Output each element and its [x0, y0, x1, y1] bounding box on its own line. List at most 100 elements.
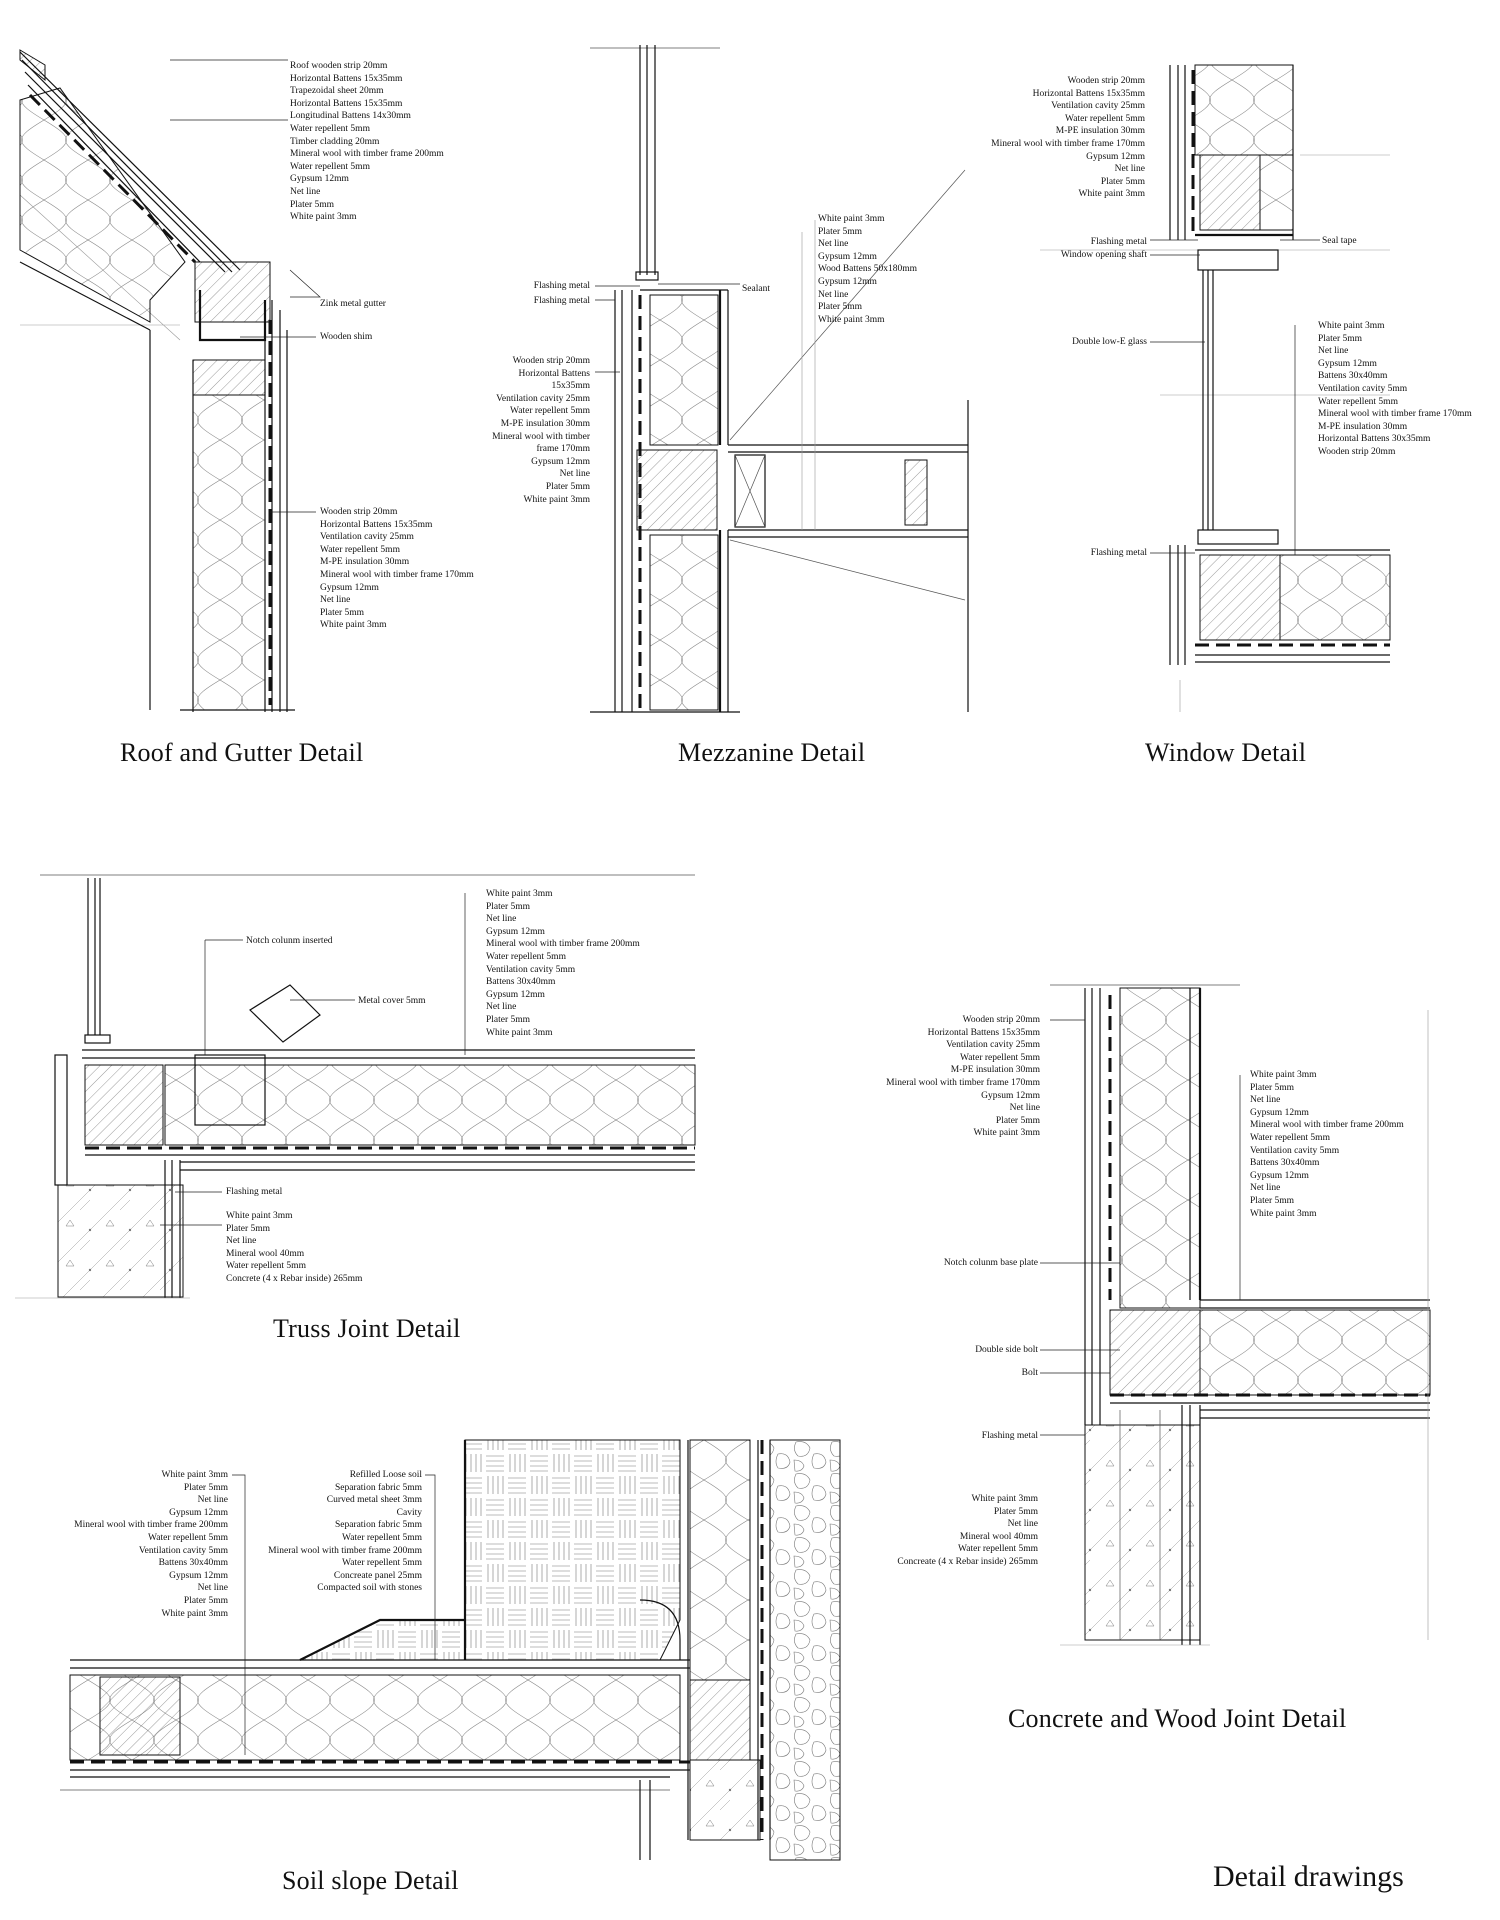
note-line: White paint 3mm	[973, 1128, 1041, 1139]
note-line: Net line	[226, 1236, 257, 1247]
glass-label: Double low-E glass	[1072, 337, 1147, 347]
note-line: Mineral wool with timber frame 170mm	[1318, 409, 1472, 420]
seal-tape-label: Seal tape	[1322, 236, 1357, 246]
note-line: Horizontal Battens 15x35mm	[290, 98, 403, 109]
note-line: Gypsum 12mm	[1250, 1107, 1309, 1118]
note-line: Net line	[1007, 1519, 1038, 1530]
note-line: Gypsum 12mm	[1250, 1170, 1309, 1181]
note-line: Water repellent 5mm	[486, 951, 566, 962]
note-line: M-PE insulation 30mm	[500, 418, 590, 429]
note-line: Horizontal Battens 15x35mm	[1032, 88, 1145, 99]
note-line: Water repellent 5mm	[342, 1532, 422, 1543]
soil-slope-title: Soil slope Detail	[282, 1866, 459, 1895]
window-top-notes: Wooden strip 20mm Horizontal Battens 15x…	[960, 75, 1145, 201]
note-line: Gypsum 12mm	[1086, 151, 1145, 162]
note-line: Battens 30x40mm	[1318, 371, 1388, 382]
note-line: Net line	[1114, 164, 1145, 175]
note-line: Gypsum 12mm	[290, 174, 349, 185]
note-line: Water repellent 5mm	[320, 544, 400, 555]
note-line: Gypsum 12mm	[320, 582, 379, 593]
mezz-flashing-2: Flashing metal	[533, 296, 590, 306]
note-line: Water repellent 5mm	[342, 1558, 422, 1569]
note-line: Gypsum 12mm	[818, 276, 877, 287]
sealant-label: Sealant	[742, 284, 770, 294]
note-line: Wooden strip 20mm	[962, 1015, 1040, 1025]
note-line: Water repellent 5mm	[290, 161, 370, 172]
truss-bottom-notes: White paint 3mm Plater 5mm Net line Mine…	[226, 1210, 362, 1286]
note-line: Plater 5mm	[320, 607, 365, 618]
note-line: Gypsum 12mm	[486, 989, 545, 1000]
note-line: White paint 3mm	[1078, 189, 1146, 200]
note-line: Ventilation cavity 5mm	[486, 964, 576, 975]
note-line: Wooden strip 20mm	[320, 507, 398, 517]
note-line: White paint 3mm	[161, 1470, 229, 1480]
note-line: Plater 5mm	[993, 1506, 1038, 1517]
mezz-flashing-1: Flashing metal	[533, 281, 590, 291]
note-line: White paint 3mm	[290, 212, 357, 223]
note-line: Plater 5mm	[226, 1223, 271, 1234]
note-line: Horizontal Battens 30x35mm	[1318, 434, 1431, 445]
note-line: Wooden strip 20mm	[1318, 446, 1396, 457]
note-line: Timber cladding 20mm	[290, 136, 380, 147]
note-line: Water repellent 5mm	[1318, 396, 1398, 407]
note-line: Mineral wool with timber frame 200mm	[290, 149, 444, 160]
note-line: Concreate panel 25mm	[333, 1570, 422, 1581]
note-line: Net line	[1250, 1183, 1281, 1194]
note-line: Mineral wool with timber frame 200mm	[486, 939, 640, 950]
note-line: Ventilation cavity 5mm	[138, 1545, 228, 1556]
note-line: Separation fabric 5mm	[334, 1520, 422, 1531]
note-line: Wooden strip 20mm	[1067, 76, 1145, 86]
roof-wall-notes: Wooden strip 20mm Horizontal Battens 15x…	[320, 506, 474, 632]
note-line: Plater 5mm	[818, 302, 863, 313]
note-line: Net line	[1250, 1095, 1281, 1106]
note-line: Horizontal Battens 15x35mm	[290, 73, 403, 84]
note-line: Concreate (4 x Rebar inside) 265mm	[897, 1556, 1038, 1567]
note-line: White paint 3mm	[161, 1608, 229, 1619]
note-line: Mineral wool with timber frame 170mm	[320, 569, 474, 580]
truss-joint-drawing	[15, 874, 696, 1299]
metal-cover-label: Metal cover 5mm	[358, 996, 426, 1006]
concrete-bottom-notes: White paint 3mm Plater 5mm Net line Mine…	[860, 1493, 1038, 1569]
note-line: Horizontal Battens 15x35mm	[927, 1027, 1040, 1038]
note-line: White paint 3mm	[818, 214, 885, 224]
note-line: Battens 30x40mm	[1250, 1158, 1320, 1169]
note-line: Wood Battens 50x180mm	[818, 264, 917, 275]
note-line: Water repellent 5mm	[290, 123, 370, 134]
note-line: Mineral wool with timber frame 170mm	[991, 138, 1145, 149]
window-shaft-label: Window opening shaft	[1060, 250, 1147, 260]
note-line: Net line	[197, 1495, 228, 1506]
soil-slope-drawing	[60, 1439, 841, 1861]
note-line: Gypsum 12mm	[981, 1090, 1040, 1101]
note-line: Gypsum 12mm	[169, 1570, 228, 1581]
note-line: Ventilation cavity 25mm	[946, 1040, 1040, 1051]
note-line: Trapezoidal sheet 20mm	[290, 86, 384, 97]
note-line: White paint 3mm	[486, 1027, 553, 1038]
note-line: Plater 5mm	[1318, 333, 1363, 344]
window-flashing-label: Flashing metal	[1090, 237, 1147, 247]
note-line: Battens 30x40mm	[486, 977, 556, 988]
note-line: Ventilation cavity 25mm	[1051, 101, 1145, 112]
note-line: Water repellent 5mm	[226, 1261, 306, 1272]
window-right-notes: White paint 3mm Plater 5mm Net line Gyps…	[1318, 320, 1472, 459]
note-line: White paint 3mm	[1318, 321, 1385, 331]
note-line: Battens 30x40mm	[158, 1558, 228, 1569]
note-line: Water repellent 5mm	[1065, 113, 1145, 124]
note-line: Mineral wool 40mm	[959, 1531, 1038, 1542]
concrete-left-notes: Wooden strip 20mm Horizontal Battens 15x…	[860, 1014, 1040, 1140]
mezz-left-notes: Wooden strip 20mm Horizontal Battens 15x…	[470, 355, 590, 506]
note-line: Plater 5mm	[486, 1014, 531, 1025]
window-flashing-bottom-label: Flashing metal	[1090, 548, 1147, 558]
concrete-wood-drawing	[1040, 984, 1431, 1646]
note-line: Gypsum 12mm	[486, 926, 545, 937]
note-line: Horizontal Battens 15x35mm	[320, 519, 433, 530]
note-line: Plater 5mm	[545, 481, 590, 492]
note-line: Net line	[1318, 346, 1349, 357]
note-line: M-PE insulation 30mm	[320, 557, 410, 568]
note-line: Gypsum 12mm	[169, 1507, 228, 1518]
mezzanine-drawing	[590, 45, 969, 713]
note-line: Mineral wool with timber frame 170mm	[886, 1077, 1040, 1088]
note-line: Plater 5mm	[1100, 176, 1145, 187]
window-title: Window Detail	[1145, 738, 1307, 767]
